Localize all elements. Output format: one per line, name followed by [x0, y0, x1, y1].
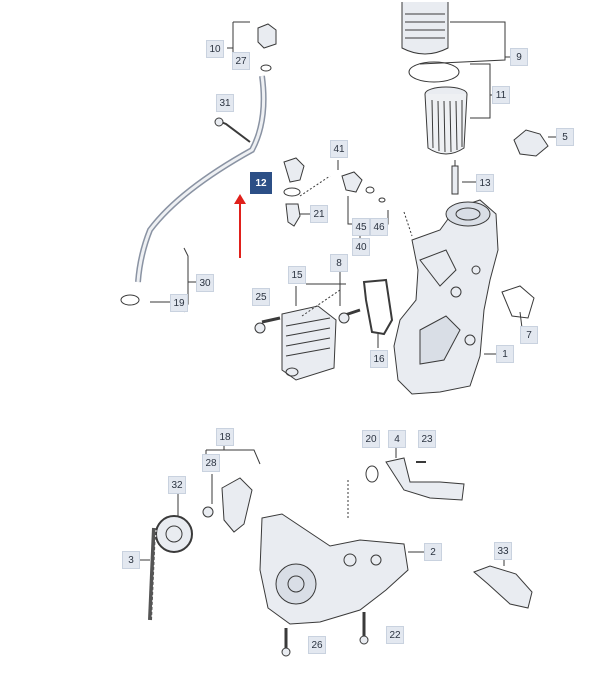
callout-12: 12 — [250, 172, 272, 194]
callout-28: 28 — [202, 454, 220, 472]
callout-18: 18 — [216, 428, 234, 446]
part-15-cooler — [281, 283, 346, 381]
part-20-oring — [365, 465, 379, 483]
callout-8: 8 — [330, 254, 348, 272]
callout-15: 15 — [288, 266, 306, 284]
callout-11: 11 — [492, 86, 510, 104]
callout-46: 46 — [370, 218, 388, 236]
callout-1: 1 — [496, 345, 514, 363]
part-25-bolt — [254, 316, 281, 334]
part-16-gasket — [362, 278, 394, 348]
callout-2: 2 — [424, 543, 442, 561]
callout-31: 31 — [216, 94, 234, 112]
callout-22: 22 — [386, 626, 404, 644]
part-18-tensioner — [221, 477, 253, 533]
callout-4: 4 — [388, 430, 406, 448]
callout-40: 40 — [352, 238, 370, 256]
callout-7: 7 — [520, 326, 538, 344]
callout-30: 30 — [196, 274, 214, 292]
part-33-bracket — [473, 556, 533, 609]
part-22-bolt — [359, 612, 369, 645]
callout-32: 32 — [168, 476, 186, 494]
callout-20: 20 — [362, 430, 380, 448]
callout-16: 16 — [370, 350, 388, 368]
callout-21: 21 — [310, 205, 328, 223]
part-31-bolt — [214, 117, 251, 143]
part-28-bolt — [202, 474, 214, 518]
oil-filter-element — [424, 86, 468, 155]
oil-filter-cap — [401, 2, 460, 83]
part-4-pickup — [385, 448, 465, 501]
part-1-housing — [393, 199, 499, 395]
part-13-sensor — [451, 160, 476, 195]
callout-9: 9 — [510, 48, 528, 66]
dipstick-cap — [257, 23, 277, 49]
part-12-cap — [283, 157, 305, 197]
part-8-bolt — [338, 272, 361, 324]
dipstick-tube — [120, 64, 272, 306]
callout-45: 45 — [352, 218, 370, 236]
callout-41: 41 — [330, 140, 348, 158]
part-5-clip — [513, 129, 556, 157]
callout-3: 3 — [122, 551, 140, 569]
callout-13: 13 — [476, 174, 494, 192]
part-7-gasket — [501, 285, 535, 329]
callout-33: 33 — [494, 542, 512, 560]
part-21-plug — [285, 203, 310, 227]
part-2-pump — [259, 513, 424, 625]
callout-26: 26 — [308, 636, 326, 654]
callout-25: 25 — [252, 288, 270, 306]
part-3-chain — [140, 527, 157, 621]
callout-23: 23 — [418, 430, 436, 448]
callout-5: 5 — [556, 128, 574, 146]
callout-10: 10 — [206, 40, 224, 58]
highlight-arrow — [234, 194, 246, 258]
callout-27: 27 — [232, 52, 250, 70]
part-26-bolt — [281, 628, 291, 657]
callout-19: 19 — [170, 294, 188, 312]
part-32-sprocket — [155, 494, 193, 553]
